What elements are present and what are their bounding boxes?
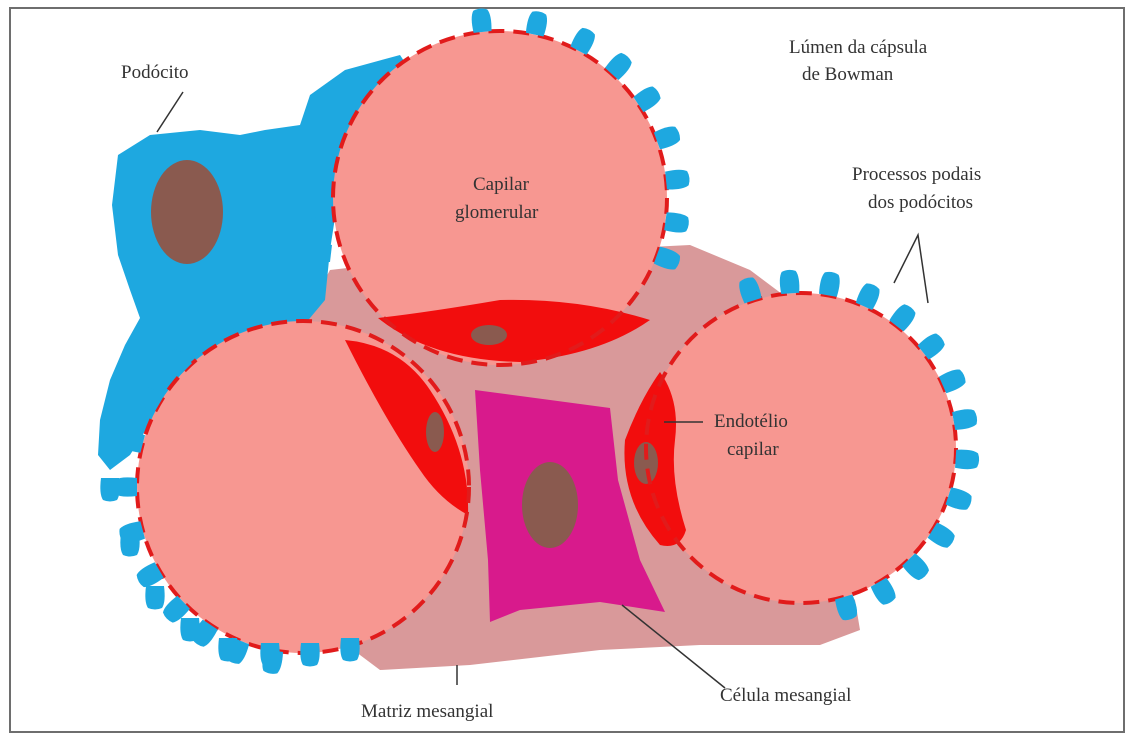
- podocyte-nucleus: [151, 160, 223, 264]
- endothelium-nucleus-left: [426, 412, 444, 452]
- label-podocito: Podócito: [121, 62, 189, 83]
- foot-process: [218, 638, 237, 662]
- foot-process: [779, 269, 800, 294]
- label-endotelio-line1: Endotélio: [714, 411, 788, 432]
- mesangial-cell-nucleus: [522, 462, 578, 548]
- foot-process: [664, 212, 690, 234]
- endothelium-nucleus-top: [471, 325, 507, 345]
- label-endotelio-line2: capilar: [727, 439, 779, 460]
- foot-process: [340, 638, 359, 662]
- foot-process: [300, 643, 319, 667]
- foot-process: [120, 533, 139, 557]
- foot-process: [665, 168, 690, 190]
- label-matriz: Matriz mesangial: [361, 701, 493, 722]
- foot-process: [818, 270, 841, 297]
- foot-process: [952, 407, 979, 430]
- foot-process: [525, 10, 549, 37]
- label-lumen-line1: Lúmen da cápsula: [789, 37, 928, 58]
- label-processos-line1: Processos podais: [852, 164, 981, 185]
- label-processos-line2: dos podócitos: [868, 192, 973, 213]
- label-lumen-line2: de Bowman: [802, 64, 894, 85]
- label-capilar-line1: Capilar: [473, 174, 530, 195]
- foot-process: [260, 643, 279, 667]
- label-capilar-line2: glomerular: [455, 202, 539, 223]
- foot-process: [470, 8, 492, 33]
- foot-process: [100, 478, 119, 502]
- foot-process: [180, 618, 199, 642]
- foot-process: [145, 586, 164, 610]
- label-celula: Célula mesangial: [720, 685, 851, 706]
- foot-process: [955, 449, 980, 470]
